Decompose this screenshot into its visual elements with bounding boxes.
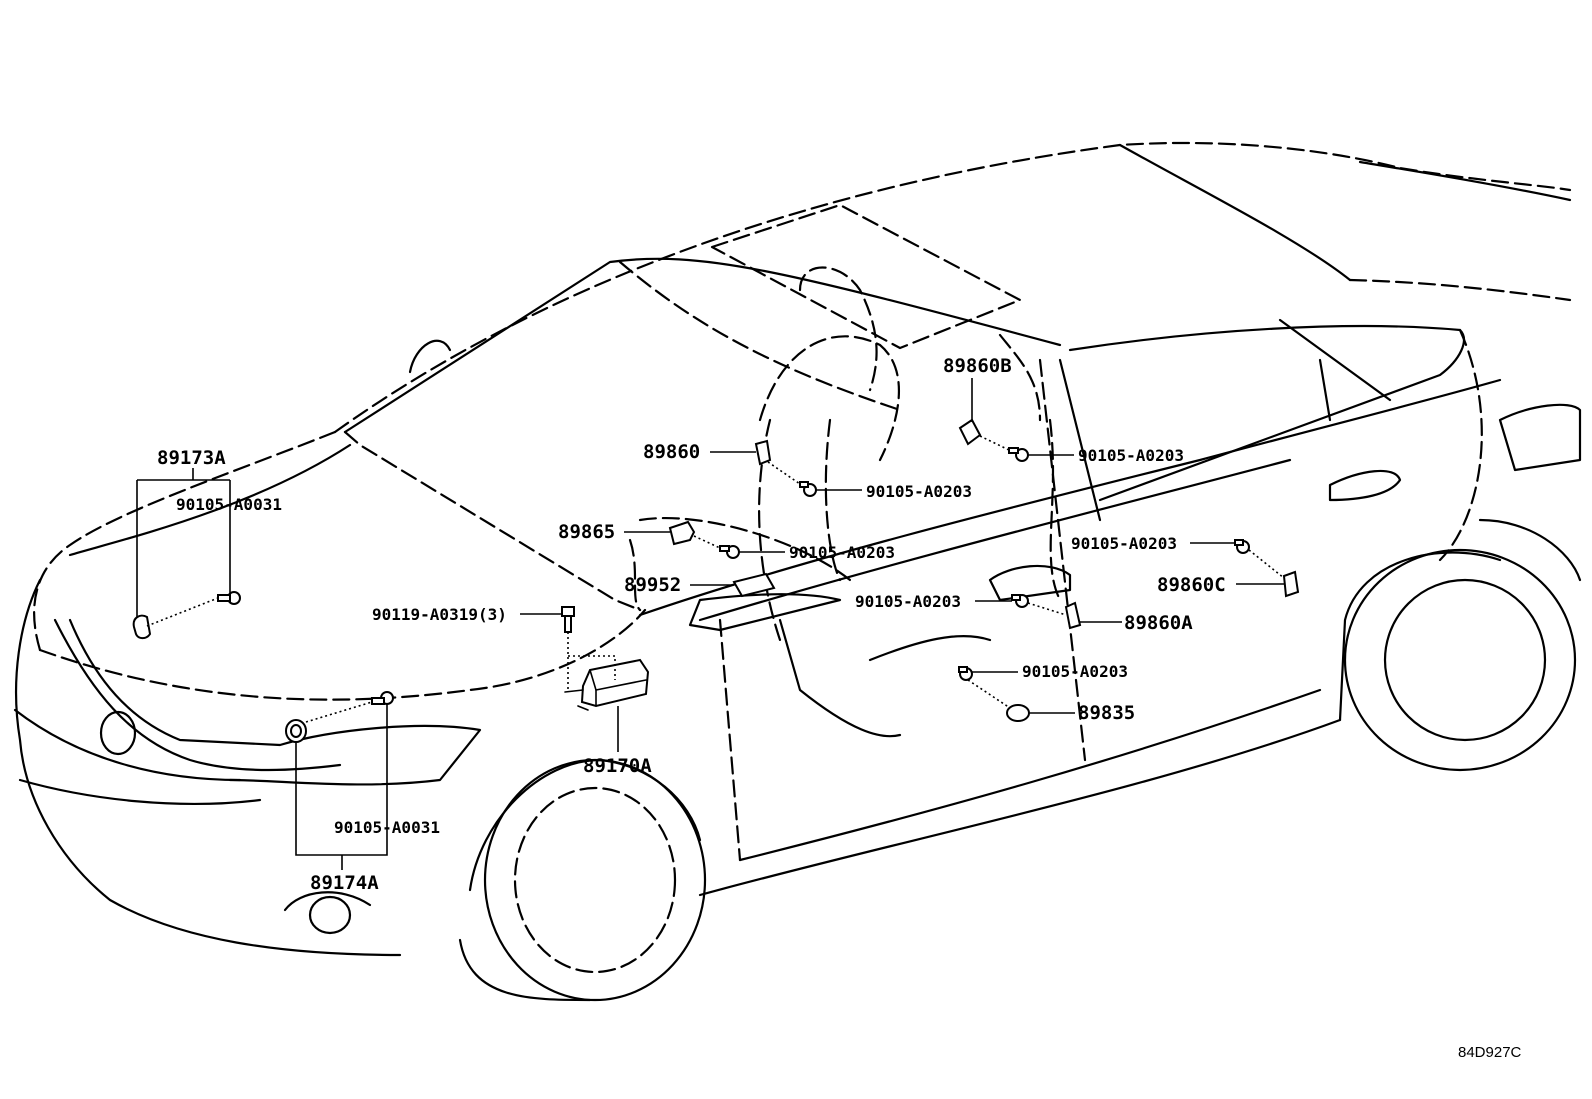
label-89865: 89865 xyxy=(558,521,615,543)
label-89173A-bolt: 90105-A0031 xyxy=(176,495,282,514)
label-89174A-bolt: 90105-A0031 xyxy=(334,818,440,837)
bolt-89173A xyxy=(217,591,241,605)
bolt-89835 xyxy=(958,666,973,681)
label-89865-bolt: 90105-A0203 xyxy=(789,543,895,562)
car-outline xyxy=(13,141,1582,1002)
label-89860C-bolt: 90105-A0203 xyxy=(1071,534,1177,553)
label-89173A: 89173A xyxy=(157,447,226,469)
bolt-89174A xyxy=(371,691,394,705)
sensor-89860 xyxy=(754,439,772,466)
label-89835: 89835 xyxy=(1078,702,1135,724)
part-labels: 89173A 90105-A0031 90105-A0031 89174A 90… xyxy=(157,355,1226,894)
label-89860-bolt: 90105-A0203 xyxy=(866,482,972,501)
module-89952 xyxy=(732,572,776,598)
label-89170A: 89170A xyxy=(583,755,652,777)
bolt-89860C xyxy=(1234,539,1250,554)
airbag-sensor-89170A xyxy=(564,658,650,711)
diagram-code: 84D927C xyxy=(1458,1044,1522,1061)
sensor-89865 xyxy=(668,520,696,546)
label-89860A: 89860A xyxy=(1124,612,1193,634)
bolt-89865 xyxy=(719,545,740,559)
leader-lines xyxy=(136,378,1285,870)
label-89174A: 89174A xyxy=(310,872,379,894)
label-89860A-bolt: 90105-A0203 xyxy=(855,592,961,611)
bolt-89860 xyxy=(799,481,817,497)
label-89860B-bolt: 90105-A0203 xyxy=(1078,446,1184,465)
bolt-90119 xyxy=(561,606,575,633)
sensor-89174A xyxy=(285,719,307,743)
label-89860C: 89860C xyxy=(1157,574,1226,596)
sensor-89860C xyxy=(1282,570,1300,598)
bolt-89860A xyxy=(1011,594,1029,608)
label-89860B: 89860B xyxy=(943,355,1012,377)
sensor-89173A xyxy=(132,614,152,640)
bolt-89860B xyxy=(1008,447,1029,462)
label-89835-bolt: 90105-A0203 xyxy=(1022,662,1128,681)
label-89860: 89860 xyxy=(643,441,700,463)
label-89952: 89952 xyxy=(624,574,681,596)
label-90119: 90119-A0319(3) xyxy=(372,605,507,624)
sensor-89860A xyxy=(1064,601,1082,630)
sensor-89860B xyxy=(958,418,982,446)
